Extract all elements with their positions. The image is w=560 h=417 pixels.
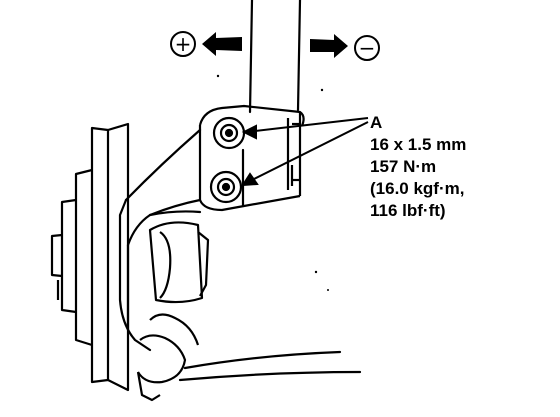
arrow-right-icon	[310, 34, 348, 58]
upper-bolt	[212, 116, 246, 150]
lower-arm	[178, 350, 362, 382]
callout-leaders	[241, 117, 369, 187]
callout-text: A 16 x 1.5 mm 157 N·m (16.0 kgf·m, 116 l…	[370, 113, 466, 220]
wheel-hub	[50, 122, 130, 392]
scan-speckles	[216, 74, 329, 291]
torque-kgfm-label: (16.0 kgf·m,	[370, 179, 464, 198]
direction-indicators: + −	[170, 31, 380, 61]
ball-joint	[136, 221, 210, 402]
positive-direction: +	[170, 31, 242, 57]
plus-circle-icon	[170, 31, 196, 57]
arrow-left-icon	[202, 32, 242, 56]
negative-direction: −	[310, 34, 380, 61]
plus-symbol: +	[175, 32, 192, 56]
callout-letter: A	[370, 113, 382, 132]
torque-lbfft-label: 116 lbf·ft)	[370, 201, 446, 220]
torque-nm-label: 157 N·m	[370, 157, 436, 176]
strut	[241, 0, 302, 207]
minus-symbol: −	[359, 36, 376, 60]
steering-knuckle	[118, 128, 202, 352]
minus-circle-icon	[354, 35, 380, 61]
bolt-size-label: 16 x 1.5 mm	[370, 135, 466, 154]
lower-bolt	[209, 170, 243, 204]
